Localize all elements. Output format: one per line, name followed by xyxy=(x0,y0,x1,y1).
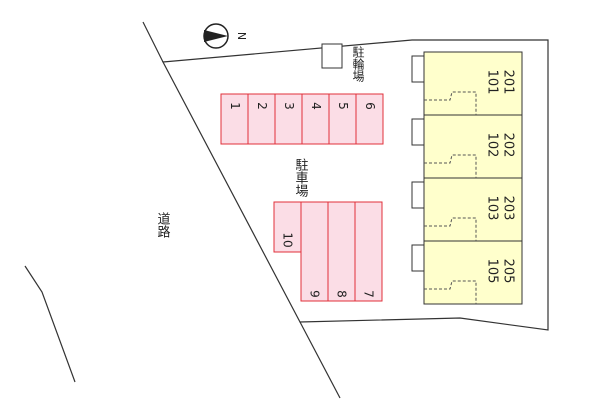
unit-entrance xyxy=(411,118,425,146)
unit-interior-line xyxy=(424,154,477,178)
parking-space-number: 7 xyxy=(362,290,376,298)
parking-upper-row: 1 2 3 4 5 6 xyxy=(220,93,384,145)
parking-space-number: 8 xyxy=(335,290,349,298)
unit-interior-line xyxy=(424,217,477,241)
parking-space xyxy=(301,93,330,145)
parking-space-number: 9 xyxy=(308,290,322,298)
parking-space xyxy=(220,93,249,145)
unit-number-lower: 101 xyxy=(485,70,500,95)
unit-entrance xyxy=(411,244,425,272)
bicycle-parking-box xyxy=(321,43,343,69)
unit-number-upper: 202 xyxy=(501,133,516,158)
bicycle-parking-label: 駐輪場 xyxy=(351,45,365,83)
unit-number-upper: 203 xyxy=(501,196,516,221)
parking-space xyxy=(328,93,357,145)
road-label: 道路 xyxy=(155,212,171,238)
unit-number-lower: 102 xyxy=(485,133,500,158)
bicycle-parking: 駐輪場 xyxy=(321,43,365,83)
parking-space-number: 1 xyxy=(228,102,242,110)
unit-number-upper: 201 xyxy=(501,70,516,95)
unit-entrance xyxy=(411,55,425,83)
parking-space xyxy=(247,93,276,145)
compass-label: N xyxy=(235,32,248,40)
parking-space-number: 3 xyxy=(282,102,296,110)
unit-interior-line xyxy=(424,280,477,304)
unit-number-upper: 205 xyxy=(501,259,516,284)
parking-label: 駐車場 xyxy=(293,158,309,197)
parking-space xyxy=(355,93,384,145)
road-edge-upper xyxy=(142,21,164,63)
north-arrow-icon xyxy=(204,30,228,42)
parking-space-number: 10 xyxy=(281,232,295,247)
parking-space-number: 5 xyxy=(336,102,350,110)
road-far-edge xyxy=(24,265,76,383)
parking-lower-block: 7 8 9 10 xyxy=(273,201,383,302)
unit-number-lower: 103 xyxy=(485,196,500,221)
parking-space-number: 6 xyxy=(363,102,377,110)
unit-number-lower: 105 xyxy=(485,259,500,284)
road-edge-lower xyxy=(299,321,341,399)
parking-space-number: 4 xyxy=(309,102,323,110)
unit-interior-line xyxy=(424,91,477,115)
compass: N xyxy=(203,23,248,49)
unit-entrance xyxy=(411,181,425,209)
parking-space-number: 2 xyxy=(255,102,269,110)
